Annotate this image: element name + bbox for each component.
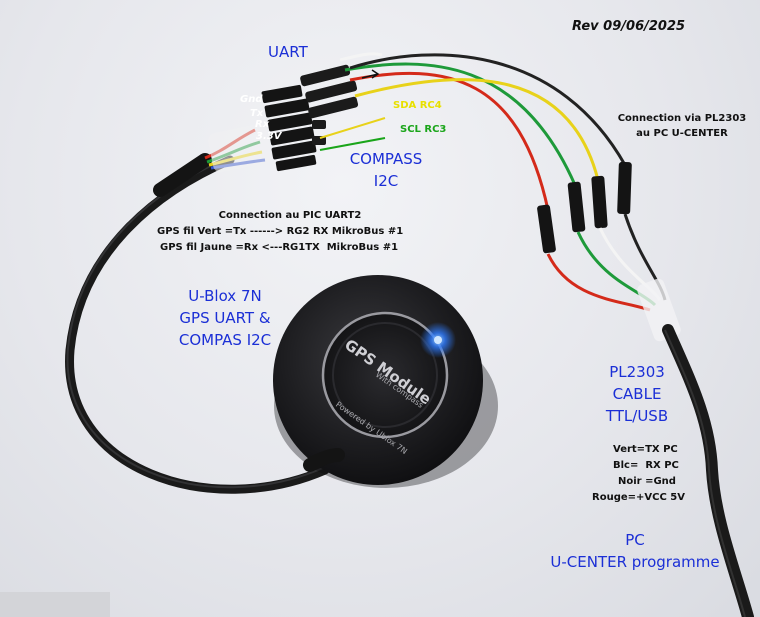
sda-label: SDA RC4 bbox=[393, 100, 442, 111]
pl2303-cable-line1: PL2303 bbox=[609, 363, 665, 381]
wire-red bbox=[349, 71, 550, 211]
connection-pic-line-yellow: GPS fil Jaune =Rx <---RG1TX MikroBus #1 bbox=[160, 242, 399, 253]
connection-pl2303-line2: au PC U-CENTER bbox=[636, 128, 728, 139]
wire-green bbox=[344, 62, 577, 186]
legend-blanc: Blc= RX PC bbox=[613, 460, 679, 471]
wire-black bbox=[349, 53, 627, 166]
pc-line1: PC bbox=[625, 531, 645, 549]
pin-33v-label: 3.3V bbox=[256, 131, 282, 142]
pin-rx-label: Rx bbox=[255, 119, 270, 130]
revision-label: Rev 09/06/2025 bbox=[572, 19, 686, 34]
pc-line2: U-CENTER programme bbox=[550, 553, 720, 571]
legend-noir: Noir =Gnd bbox=[618, 476, 676, 487]
ublox-line2: GPS UART & bbox=[179, 309, 271, 327]
connector-header bbox=[261, 84, 317, 172]
compass-label: COMPASS bbox=[349, 150, 423, 168]
ublox-line3: COMPAS I2C bbox=[178, 331, 272, 349]
pin-gnd-label: Gnd bbox=[240, 94, 263, 105]
gps-cable bbox=[65, 155, 330, 494]
ublox-line1: U-Blox 7N bbox=[188, 287, 262, 305]
legend-vert: Vert=TX PC bbox=[613, 444, 678, 455]
connection-pic-title: Connection au PIC UART2 bbox=[218, 210, 362, 221]
legend-rouge: Rouge=+VCC 5V bbox=[592, 492, 685, 503]
uart-label: UART bbox=[268, 43, 308, 61]
pl2303-cable-line3: TTL/USB bbox=[605, 407, 669, 425]
i2c-label: I2C bbox=[373, 172, 399, 190]
pl2303-cable bbox=[662, 324, 754, 617]
jumper-housings bbox=[300, 64, 359, 145]
gps-module bbox=[273, 275, 498, 488]
heat-shrink bbox=[153, 153, 212, 197]
connection-pic-line-green: GPS fil Vert =Tx ------> RG2 RX MikroBus… bbox=[157, 226, 404, 237]
wire-yellow bbox=[354, 78, 600, 181]
table-edge bbox=[0, 592, 110, 617]
pin-tx-label: Tx bbox=[250, 108, 264, 119]
scl-label: SCL RC3 bbox=[400, 124, 447, 135]
pl2303-cable-line2: CABLE bbox=[612, 385, 662, 403]
connection-pl2303-line1: Connection via PL2303 bbox=[617, 113, 747, 124]
pl2303-connectors bbox=[537, 161, 632, 254]
